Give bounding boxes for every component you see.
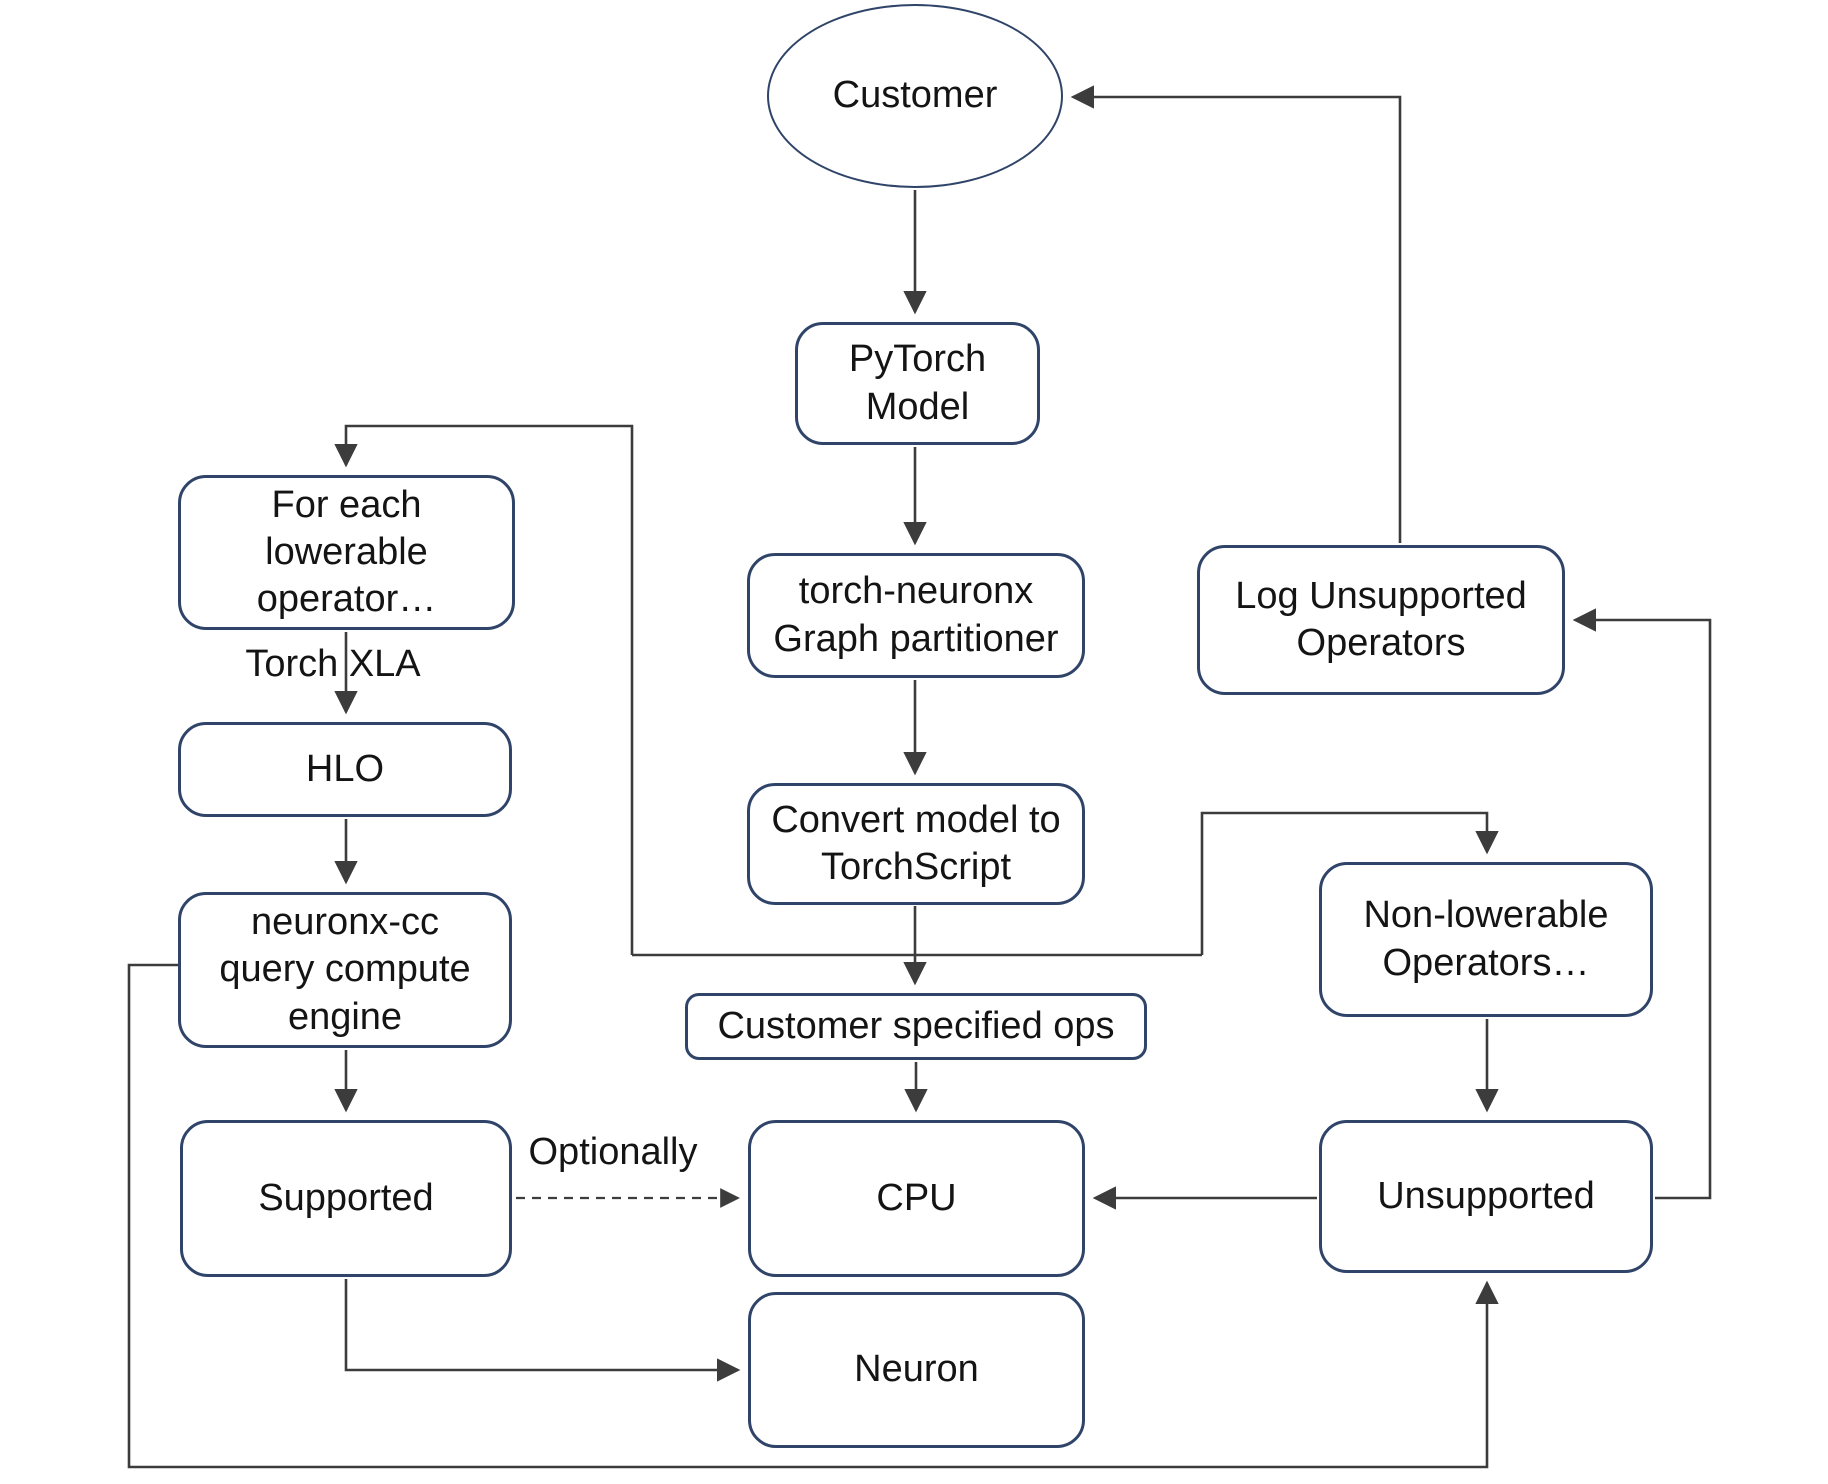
node-log-unsupported: Log Unsupported Operators <box>1197 545 1565 695</box>
edge-log-unsupported-to-customer <box>1070 85 1402 543</box>
node-cpu-label: CPU <box>876 1176 957 1219</box>
node-supported: Supported <box>180 1120 512 1277</box>
edge-label-optionally: Optionally <box>528 1131 698 1173</box>
edge-unsupported-to-log-unsupported <box>1572 608 1712 1200</box>
node-hlo-label: HLO <box>305 747 385 790</box>
node-customer-label: Customer <box>832 74 998 117</box>
node-convert-torchscript: Convert model to TorchScript <box>747 783 1085 905</box>
node-non-lowerable: Non-lowerable Operators… <box>1319 862 1653 1017</box>
node-pytorch-model-label: PyTorch Model <box>848 338 987 428</box>
edge-label-torch-xla: Torch XLA <box>245 643 421 685</box>
node-graph-partitioner: torch-neuronx Graph partitioner <box>747 553 1085 678</box>
node-customer-specified-ops: Customer specified ops <box>685 993 1147 1060</box>
node-for-each-lowerable-label: For each lowerable operator… <box>256 483 437 621</box>
node-for-each-lowerable: For each lowerable operator… <box>178 475 515 630</box>
node-customer-specified-ops-label: Customer specified ops <box>717 1004 1115 1047</box>
node-supported-label: Supported <box>258 1176 434 1219</box>
node-neuronx-cc: neuronx-cc query compute engine <box>178 892 512 1048</box>
node-neuronx-cc-label: neuronx-cc query compute engine <box>219 901 471 1038</box>
node-unsupported: Unsupported <box>1319 1120 1653 1273</box>
edge-supported-to-neuron <box>344 1279 741 1382</box>
node-customer: Customer <box>767 4 1063 188</box>
node-unsupported-label: Unsupported <box>1377 1174 1595 1217</box>
node-non-lowerable-label: Non-lowerable Operators… <box>1363 894 1609 984</box>
node-neuron-label: Neuron <box>854 1348 979 1391</box>
node-cpu: CPU <box>748 1120 1085 1277</box>
edge-neuronx-cc-loop-to-unsupported <box>127 963 1499 1469</box>
node-hlo: HLO <box>178 722 512 817</box>
node-neuron: Neuron <box>748 1292 1085 1448</box>
node-log-unsupported-label: Log Unsupported Operators <box>1235 574 1527 664</box>
node-graph-partitioner-label: torch-neuronx Graph partitioner <box>773 570 1059 660</box>
node-convert-torchscript-label: Convert model to TorchScript <box>771 798 1061 888</box>
edge-junction-to-non-lowerable <box>1200 811 1499 955</box>
edge-junction-to-for-each-lowerable <box>334 424 634 955</box>
node-pytorch-model: PyTorch Model <box>795 322 1040 445</box>
